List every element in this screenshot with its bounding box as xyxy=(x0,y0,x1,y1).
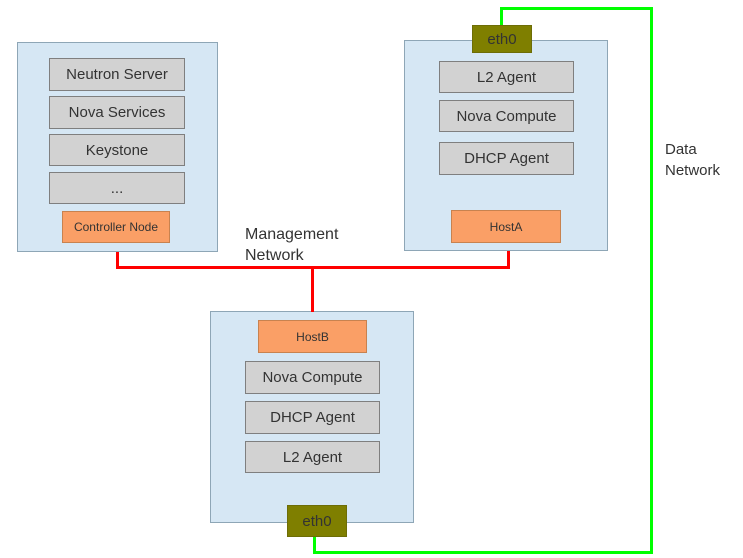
service-box-nova-compute-hostb: Nova Compute xyxy=(245,361,380,394)
service-box-ellipsis: ... xyxy=(49,172,185,204)
service-box-keystone: Keystone xyxy=(49,134,185,166)
host-b-eth0-interface: eth0 xyxy=(287,505,347,537)
service-box-neutron-server: Neutron Server xyxy=(49,58,185,91)
service-box-dhcp-agent-hostb: DHCP Agent xyxy=(245,401,380,434)
management-line-hosta-drop xyxy=(507,251,510,269)
service-box-dhcp-agent-hosta: DHCP Agent xyxy=(439,142,574,175)
service-box-l2-agent-hostb: L2 Agent xyxy=(245,441,380,473)
data-line-right-vertical xyxy=(650,7,653,554)
management-line-controller-drop xyxy=(116,252,119,269)
service-box-nova-compute-hosta: Nova Compute xyxy=(439,100,574,132)
data-network-label: Data Network xyxy=(665,141,721,179)
host-a-node-label: HostA xyxy=(451,210,561,243)
controller-node-label: Controller Node xyxy=(62,211,170,243)
data-line-hostb-eth0-drop xyxy=(313,537,316,554)
service-box-l2-agent-hosta: L2 Agent xyxy=(439,61,574,93)
host-b-node-label: HostB xyxy=(258,320,367,353)
data-line-bottom-horizontal xyxy=(313,551,653,554)
service-box-nova-services: Nova Services xyxy=(49,96,185,129)
host-a-eth0-interface: eth0 xyxy=(472,25,532,53)
data-line-top-horizontal xyxy=(500,7,653,10)
management-network-label: Management Network xyxy=(245,226,339,264)
data-line-hosta-eth0-riser xyxy=(500,7,503,26)
management-line-hostb-drop xyxy=(311,266,314,312)
